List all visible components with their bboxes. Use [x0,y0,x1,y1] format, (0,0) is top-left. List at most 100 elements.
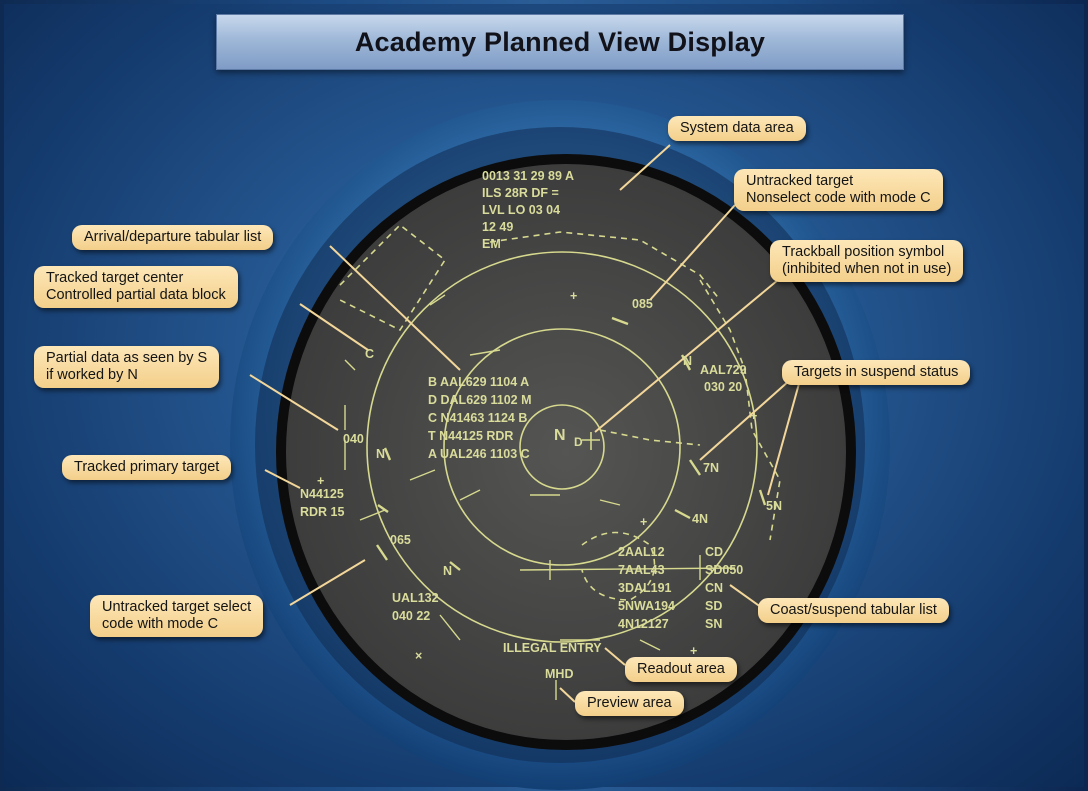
boundary-east [699,279,781,541]
readout-illegal-entry: ILLEGAL ENTRY [503,641,602,655]
target-065-symbol [376,544,388,561]
callout-partial-line-2: if worked by N [46,367,138,383]
target-040-symbol [383,447,392,461]
leader-preview [559,687,576,703]
suspend-4n-symbol [674,508,691,520]
target-n-south: N [443,564,452,578]
coast-status-3: CN [705,581,723,595]
system-data-line-2: ILS 28R DF = [482,186,559,200]
system-data-line-1: 0013 31 29 89 A [482,169,574,183]
callout-untracked-line-2: Nonselect code with mode C [746,190,931,206]
callout-system-data-area: System data area [668,116,806,141]
target-n-north: N [683,354,692,368]
target-085-label: 085 [632,297,653,311]
callout-tracked-primary: Tracked primary target [62,455,232,480]
callout-coast-text: Coast/suspend tabular list [770,602,937,618]
coast-list-row-1: 2AAL12 [618,545,665,559]
range-rings [366,251,758,643]
target-rdr-label: RDR 15 [300,505,345,519]
svg-text:+: + [317,474,324,488]
system-data-line-4: 12 49 [482,220,513,234]
system-data-line-3: LVL LO 03 04 [482,203,560,217]
suspend-7n-symbol [689,459,701,476]
boundary-north [489,231,721,301]
svg-text:+: + [640,515,647,529]
trackball-symbol [582,432,600,450]
svg-text:+: + [690,644,697,658]
coast-status-1: CD [705,545,723,559]
leader-untracked-target [649,204,736,301]
range-ring-middle [443,328,681,566]
target-085-symbol [611,316,629,326]
callout-partial-data: Partial data as seen by S if worked by N [34,346,220,388]
arrival-list-row-4: T N44125 RDR [428,429,513,443]
callout-primary-text: Tracked primary target [74,459,220,475]
target-n-symbol [449,561,461,571]
callout-untracked-select-line-1: Untracked target select [102,599,252,615]
leader-system-data [619,144,671,191]
target-040-label: 040 [343,432,364,446]
coast-list-row-5: 4N12127 [618,617,669,631]
preview-mhd: MHD [545,667,573,681]
coast-list-row-2: 7AAL43 [618,563,665,577]
system-data-line-5: EM [482,237,501,251]
target-aal729-alt: 030 20 [704,380,742,394]
target-symbols [376,316,767,571]
target-n44125-label: N44125 [300,487,344,501]
svg-text:+: + [750,409,757,423]
center-d-label: D [574,435,583,449]
callout-partial-line-1: Partial data as seen by S [46,350,208,366]
callout-readout-text: Readout area [637,661,725,677]
callout-trackball-line-1: Trackball position symbol [782,244,945,260]
page-title: Academy Planned View Display [354,26,766,57]
suspend-4n-label: 4N [692,512,708,526]
callout-untracked-select-line-2: code with mode C [102,616,219,632]
callout-tracked-center: Tracked target center Controlled partial… [34,266,238,308]
callout-untracked-target: Untracked target Nonselect code with mod… [734,169,943,211]
target-065-label: 065 [390,533,411,547]
leader-trackball [594,269,791,433]
leader-tracked-center [299,303,369,351]
leader-suspend-2 [767,379,801,496]
arrival-list-row-5: A UAL246 1103 C [428,447,530,461]
callout-trackball: Trackball position symbol (inhibited whe… [770,240,964,282]
boundary-east-center [599,429,701,446]
boundary-south [581,531,656,601]
coast-list-row-4: 5NWA194 [618,599,675,613]
coast-status-5: SN [705,617,722,631]
title-banner: Academy Planned View Display [216,14,904,70]
arrival-list-row-3: C N41463 1124 B [428,411,527,425]
callout-untracked-select: Untracked target select code with mode C [90,595,264,637]
callout-leaders [249,144,801,703]
primary-target-symbol [377,504,389,513]
coast-status-2: SD050 [705,563,743,577]
target-aal729-label: AAL729 [700,363,747,377]
callout-arrival-departure: Arrival/departure tabular list [72,225,274,250]
suspend-5n-label: 5N [766,499,782,513]
callout-system-data-text: System data area [680,120,794,136]
arrival-list-row-2: D DAL629 1102 M [428,393,532,407]
svg-text:×: × [415,649,422,663]
callout-trackball-line-2: (inhibited when not in use) [782,261,952,277]
callout-arrival-text: Arrival/departure tabular list [84,229,262,245]
leader-arrival-list [329,245,461,371]
target-ual132-label: UAL132 [392,591,439,605]
target-ual132-alt: 040 22 [392,609,430,623]
callout-targets-suspend: Targets in suspend status [782,360,971,385]
callout-suspend-text: Targets in suspend status [794,364,959,380]
target-040-n: N [376,447,385,461]
suspend-7n-label: 7N [703,461,719,475]
range-ring-inner [519,404,605,490]
leader-suspend-1 [699,379,791,461]
callout-readout-area: Readout area [625,657,737,682]
leader-primary [264,469,301,489]
callout-preview-area: Preview area [575,691,684,716]
leader-partial-data [249,374,339,431]
center-n-label: N [554,427,566,444]
arrival-list-row-1: B AAL629 1104 A [428,375,529,389]
coast-status-4: SD [705,599,722,613]
suspend-5n-symbol [758,489,767,506]
range-ring-outer [366,251,758,643]
airway-lines [344,294,736,700]
